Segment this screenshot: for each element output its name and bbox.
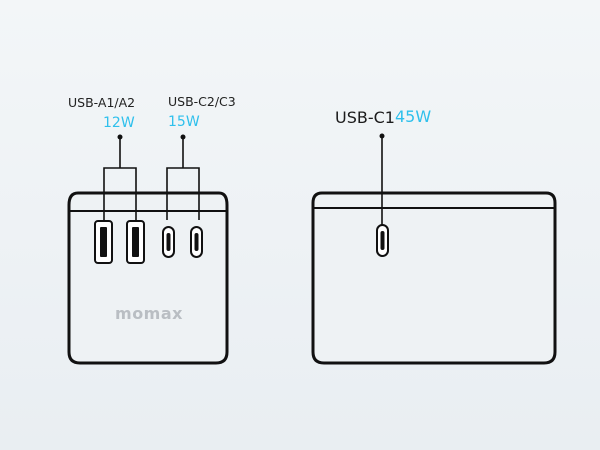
- left-charger: momax: [67, 191, 229, 365]
- usb-a-callout-dot: [117, 134, 123, 140]
- usb-a2-port: [126, 220, 145, 264]
- usb-c1-callout-dot: [379, 133, 385, 139]
- usb-c23-group-power: 15W: [168, 114, 200, 130]
- usb-c1-power: 45W: [395, 107, 432, 126]
- usb-c23-callout: [166, 138, 200, 220]
- usb-a-group-label: USB-A1/A2: [68, 95, 136, 110]
- usb-a-group-power: 12W: [103, 115, 135, 131]
- usb-c1-port: [376, 224, 389, 257]
- usb-a1-port: [94, 220, 113, 264]
- usb-c2-port: [162, 226, 175, 258]
- usb-a-callout: [103, 138, 137, 221]
- usb-c1-label: USB-C1: [335, 108, 395, 127]
- right-charger: [311, 191, 557, 365]
- momax-logo: momax: [115, 304, 183, 323]
- usb-c23-callout-dot: [180, 134, 186, 140]
- usb-c3-port: [190, 226, 203, 258]
- right-charger-body: [311, 191, 557, 365]
- usb-c23-group-label: USB-C2/C3: [168, 94, 236, 109]
- left-charger-body: [67, 191, 229, 365]
